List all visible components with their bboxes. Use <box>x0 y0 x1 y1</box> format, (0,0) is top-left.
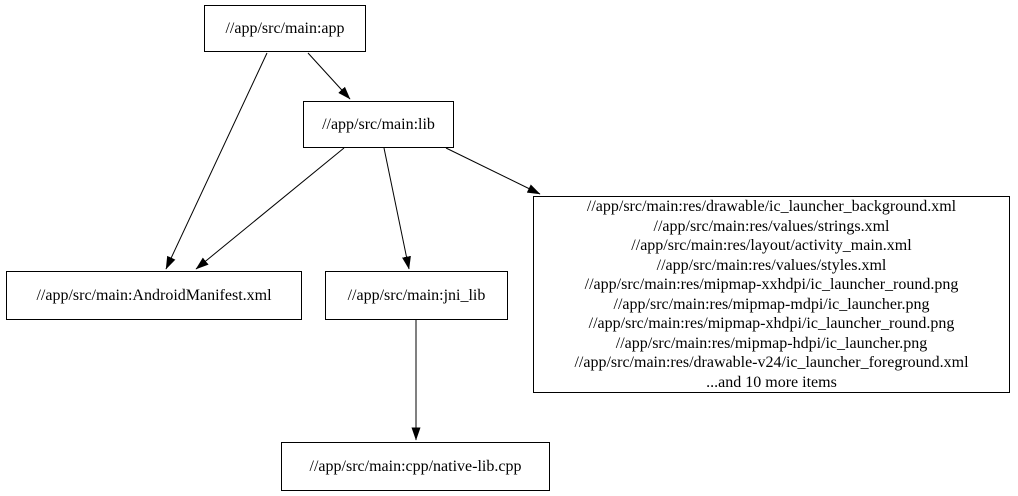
node-app: //app/src/main:app <box>204 5 366 52</box>
edge-app-to-androidmanifest <box>165 52 268 270</box>
res-group-more-items: ...and 10 more items <box>706 373 837 391</box>
node-app-label: //app/src/main:app <box>225 20 345 37</box>
res-group-line: //app/src/main:res/mipmap-hdpi/ic_launch… <box>615 334 928 352</box>
res-group-line: //app/src/main:res/mipmap-xhdpi/ic_launc… <box>588 315 955 332</box>
res-group-line: //app/src/main:res/drawable-v24/ic_launc… <box>574 354 969 371</box>
node-nativelibcpp-label: //app/src/main:cpp/native-lib.cpp <box>309 458 522 475</box>
node-nativelibcpp: //app/src/main:cpp/native-lib.cpp <box>281 442 550 491</box>
res-group-line: //app/src/main:res/drawable/ic_launcher_… <box>586 198 957 215</box>
edge-app-to-lib <box>307 52 351 100</box>
node-jnilib: //app/src/main:jni_lib <box>325 271 508 320</box>
edge-lib-to-resgroup <box>445 147 541 195</box>
edge-lib-to-jnilib <box>383 147 411 270</box>
node-lib-label: //app/src/main:lib <box>322 116 435 133</box>
node-lib: //app/src/main:lib <box>303 101 454 148</box>
res-group-line: //app/src/main:res/layout/activity_main.… <box>631 237 912 254</box>
node-androidmanifest-label: //app/src/main:AndroidManifest.xml <box>36 287 272 304</box>
res-group-line: //app/src/main:res/mipmap-xxhdpi/ic_laun… <box>584 276 959 293</box>
edge-lib-to-androidmanifest <box>195 147 345 270</box>
res-group-line: //app/src/main:res/mipmap-mdpi/ic_launch… <box>613 295 930 313</box>
node-res-group: //app/src/main:res/drawable/ic_launcher_… <box>533 196 1010 393</box>
node-jnilib-label: //app/src/main:jni_lib <box>347 287 486 304</box>
res-group-line: //app/src/main:res/values/styles.xml <box>656 256 887 274</box>
node-androidmanifest: //app/src/main:AndroidManifest.xml <box>6 271 302 320</box>
res-group-line: //app/src/main:res/values/strings.xml <box>653 217 890 235</box>
